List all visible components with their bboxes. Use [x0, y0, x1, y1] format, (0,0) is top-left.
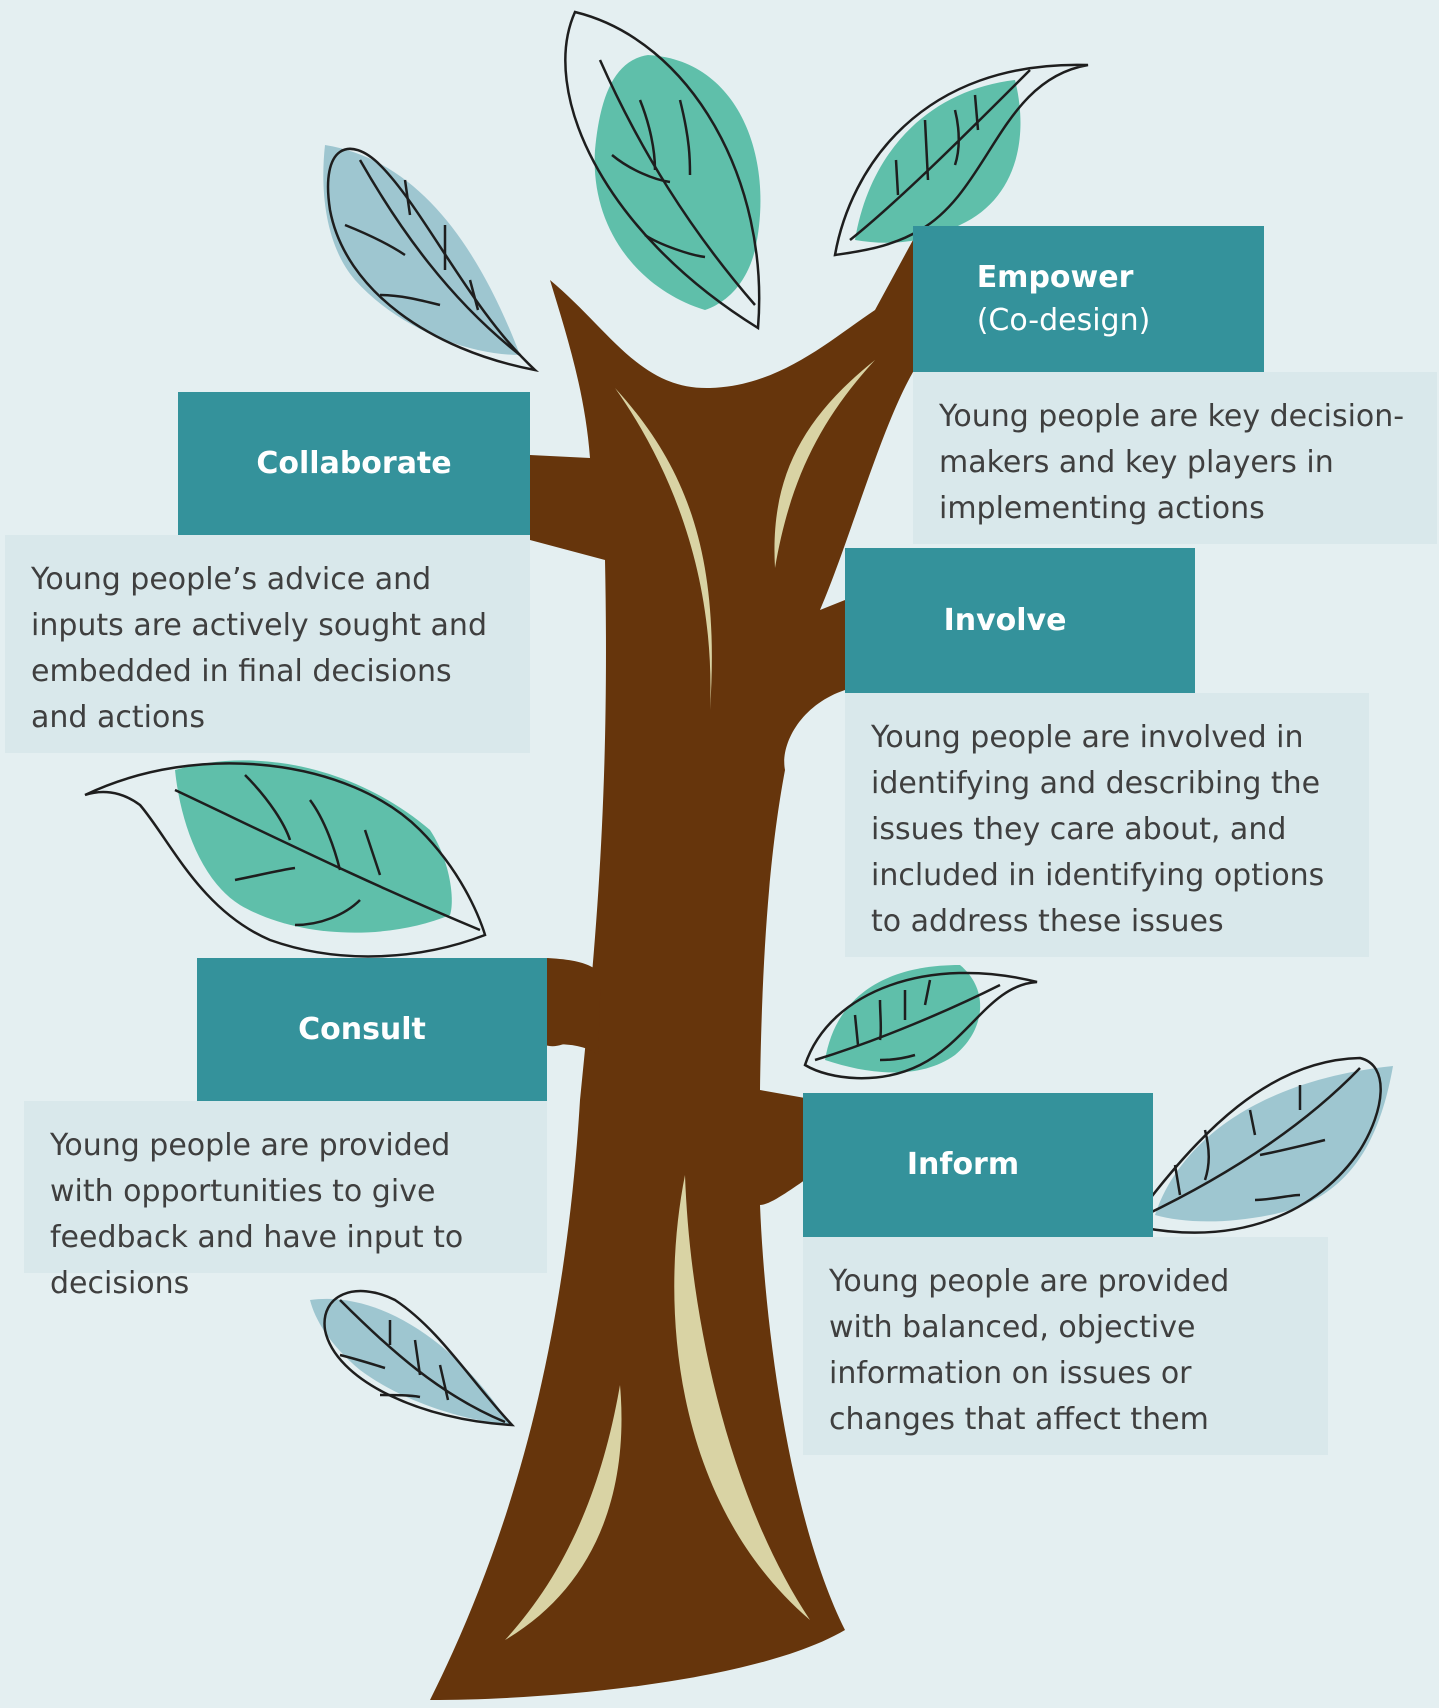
leaf-top-right: [833, 63, 1089, 257]
trunk-highlight: [674, 1175, 810, 1620]
inform-description-box: Young people are provided with balanced,…: [803, 1237, 1328, 1455]
empower-subtitle: (Co-design): [976, 303, 1151, 338]
tree-trunk: [430, 240, 913, 1700]
involve-description: Young people are involved in identifying…: [871, 720, 1325, 939]
involve-description-box: Young people are involved in identifying…: [845, 693, 1369, 957]
empower-title: Empower: [976, 259, 1134, 295]
leaf-middle-right: [803, 965, 1038, 1080]
consult-title-box: Consult: [197, 958, 547, 1101]
leaf-lower-right: [1127, 1056, 1393, 1234]
inform-title: Inform: [906, 1147, 1020, 1183]
trunk-highlight: [505, 1385, 622, 1640]
empower-title-box: Empower (Co-design): [913, 226, 1264, 372]
leaf-top-left: [323, 145, 540, 373]
empower-title-text: Empower (Co-design): [977, 256, 1151, 343]
empower-description-box: Young people are key decision-makers and…: [913, 372, 1437, 544]
collaborate-description-box: Young people’s advice and inputs are act…: [5, 535, 530, 753]
inform-title-box: Inform: [803, 1093, 1153, 1237]
leaf-top-middle: [564, 10, 761, 331]
trunk-highlight: [615, 388, 712, 710]
trunk-highlight: [774, 360, 875, 568]
involve-title-box: Involve: [845, 548, 1195, 693]
leaf-middle-left: [84, 760, 487, 958]
involve-title: Involve: [943, 602, 1067, 638]
consult-description: Young people are provided with opportuni…: [50, 1128, 464, 1301]
consult-description-box: Young people are provided with opportuni…: [24, 1101, 547, 1301]
collaborate-title-box: Collaborate: [178, 392, 530, 535]
leaf-bottom-left: [310, 1289, 516, 1427]
collaborate-description: Young people’s advice and inputs are act…: [31, 562, 487, 735]
collaborate-title: Collaborate: [256, 445, 452, 481]
empower-description: Young people are key decision-makers and…: [939, 399, 1405, 526]
inform-description: Young people are provided with balanced,…: [829, 1264, 1230, 1437]
branch-consult: [545, 958, 601, 1055]
consult-title: Consult: [298, 1011, 426, 1047]
